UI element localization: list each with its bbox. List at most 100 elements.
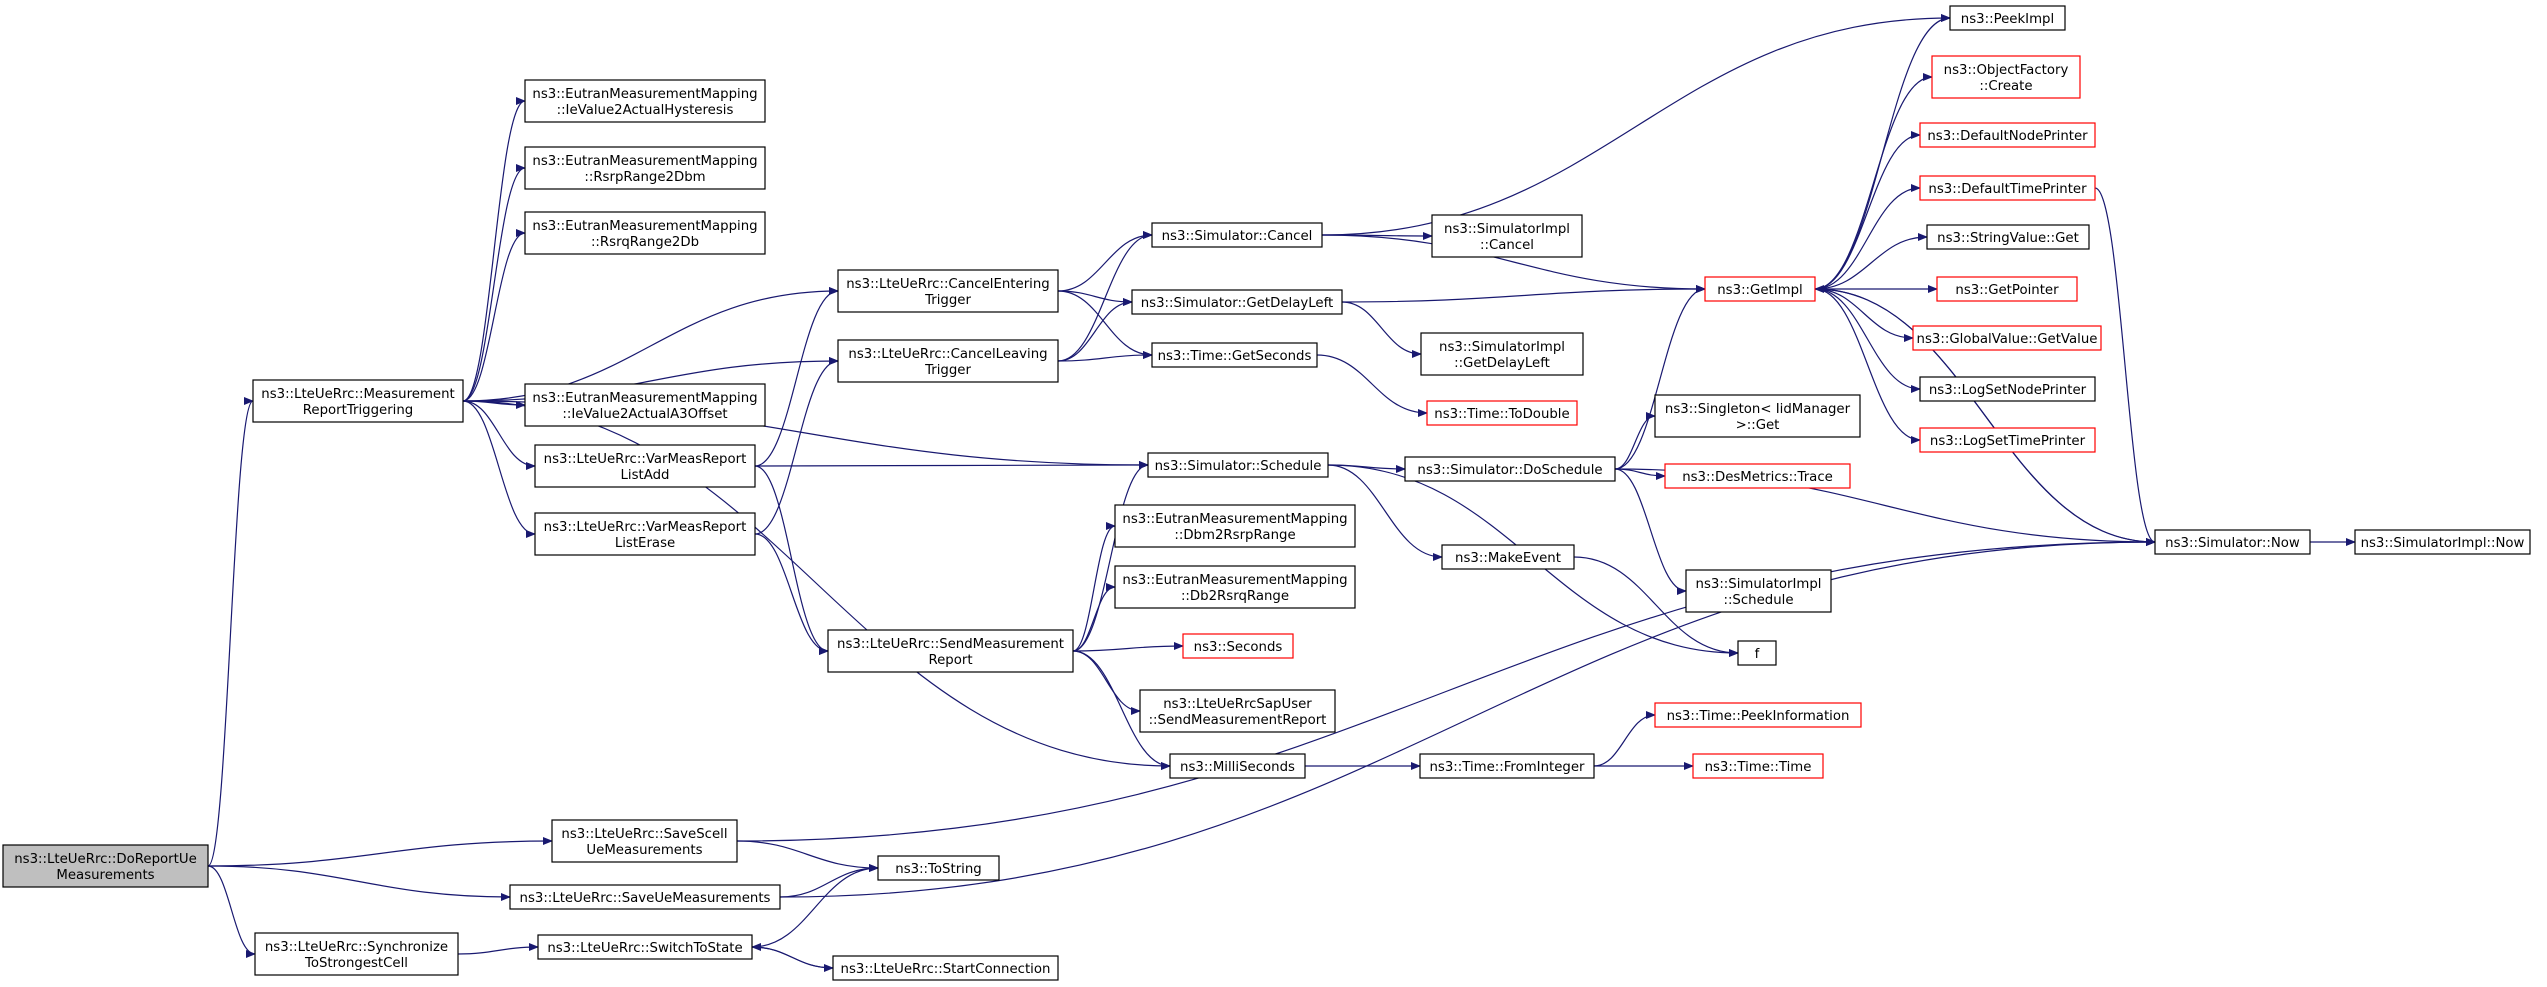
node-getptr[interactable]: ns3::GetPointer (1936, 276, 2078, 302)
edge-cet-to-getsec (1057, 290, 1153, 359)
node-implcancel[interactable]: ns3::SimulatorImpl::Cancel (1431, 214, 1583, 258)
node-box (1737, 640, 1777, 666)
node-label: ns3::LteUeRrc::VarMeasReport (544, 520, 747, 535)
node-label: ns3::Simulator::GetDelayLeft (1141, 296, 1334, 311)
node-label: ns3::EutranMeasurementMapping (532, 87, 757, 102)
node-label: ns3::LteUeRrc::SendMeasurement (837, 637, 1064, 652)
edge-mrt-to-vmadd (462, 400, 536, 470)
node-dbm2rsrp[interactable]: ns3::EutranMeasurementMapping::Dbm2RsrpR… (1114, 504, 1356, 548)
node-label: ns3::LteUeRrc::Synchronize (265, 940, 448, 955)
edge-ssum-to-tostring (736, 840, 879, 872)
node-singleton[interactable]: ns3::Singleton< IidManager>::Get (1654, 394, 1861, 438)
node-label: ::Schedule (1723, 593, 1793, 608)
node-label: ns3::DesMetrics::Trace (1682, 470, 1833, 485)
node-seconds[interactable]: ns3::Seconds (1182, 633, 1294, 659)
node-mrt[interactable]: ns3::LteUeRrc::MeasurementReportTriggeri… (252, 379, 464, 423)
edge-mrt-to-clt (462, 357, 839, 402)
node-hyst[interactable]: ns3::EutranMeasurementMapping::IeValue2A… (524, 79, 766, 123)
node-box (1912, 325, 2102, 351)
node-label: ns3::LteUeRrc::SaveScell (561, 827, 727, 842)
node-dosched[interactable]: ns3::Simulator::DoSchedule (1404, 456, 1616, 482)
node-lsnp[interactable]: ns3::LogSetNodePrinter (1919, 376, 2096, 402)
node-startconn[interactable]: ns3::LteUeRrc::StartConnection (832, 955, 1059, 981)
node-label: ns3::LteUeRrc::VarMeasReport (544, 452, 747, 467)
node-desmetrics[interactable]: ns3::DesMetrics::Trace (1664, 463, 1851, 489)
edge-root-to-ssum (207, 837, 553, 867)
node-sapuser[interactable]: ns3::LteUeRrcSapUser::SendMeasurementRep… (1139, 689, 1336, 733)
node-timetime[interactable]: ns3::Time::Time (1692, 753, 1824, 779)
node-label: ns3::EutranMeasurementMapping (532, 391, 757, 406)
node-label: ns3::ObjectFactory (1944, 63, 2069, 78)
node-todouble[interactable]: ns3::Time::ToDouble (1426, 400, 1578, 426)
node-simnow[interactable]: ns3::Simulator::Now (2154, 529, 2311, 555)
node-box (1919, 427, 2096, 453)
node-label: >::Get (1736, 418, 1780, 433)
node-deftime[interactable]: ns3::DefaultTimePrinter (1919, 175, 2096, 201)
node-box (1919, 376, 2096, 402)
node-tostring[interactable]: ns3::ToString (877, 855, 1000, 881)
node-label: ns3::EutranMeasurementMapping (532, 154, 757, 169)
node-label: ::RsrqRange2Db (591, 235, 699, 250)
node-getimpl[interactable]: ns3::GetImpl (1704, 276, 1816, 302)
node-rsrp2dbm[interactable]: ns3::EutranMeasurementMapping::RsrpRange… (524, 146, 766, 190)
node-label: ns3::LteUeRrc::Measurement (261, 387, 454, 402)
node-label: ns3::SimulatorImpl (1439, 340, 1565, 355)
edge-dosched-to-getimpl (1614, 285, 1706, 470)
node-label: ns3::GetImpl (1717, 283, 1802, 298)
node-implgetdelay[interactable]: ns3::SimulatorImpl::GetDelayLeft (1420, 332, 1584, 376)
node-lstp[interactable]: ns3::LogSetTimePrinter (1919, 427, 2096, 453)
node-sync[interactable]: ns3::LteUeRrc::SynchronizeToStrongestCel… (254, 932, 459, 976)
node-db2rsrq[interactable]: ns3::EutranMeasurementMapping::Db2RsrqRa… (1114, 565, 1356, 609)
node-label: ::SendMeasurementReport (1149, 713, 1327, 728)
node-label: ns3::PeekImpl (1961, 12, 2054, 27)
node-box (1441, 544, 1575, 570)
node-label: ToStrongestCell (304, 956, 408, 971)
node-milli[interactable]: ns3::MilliSeconds (1169, 753, 1306, 779)
node-implnow[interactable]: ns3::SimulatorImpl::Now (2354, 529, 2531, 555)
edge-makeevent-to-f (1573, 556, 1739, 657)
node-a3off[interactable]: ns3::EutranMeasurementMapping::IeValue2A… (524, 383, 766, 427)
node-defnode[interactable]: ns3::DefaultNodePrinter (1919, 122, 2096, 148)
node-cancel[interactable]: ns3::Simulator::Cancel (1151, 222, 1323, 248)
node-box (1114, 565, 1356, 609)
edge-vmadd-to-cet (754, 287, 839, 467)
node-label: ::Cancel (1480, 238, 1534, 253)
edge-startconn-to-switch (751, 943, 834, 969)
node-rsrq2db[interactable]: ns3::EutranMeasurementMapping::RsrqRange… (524, 211, 766, 255)
node-label: ns3::SimulatorImpl::Now (2361, 536, 2525, 551)
node-frominteger[interactable]: ns3::Time::FromInteger (1419, 753, 1595, 779)
node-label: ns3::LteUeRrc::DoReportUe (14, 852, 197, 867)
node-label: ns3::LogSetNodePrinter (1929, 383, 2087, 398)
node-peekinfo[interactable]: ns3::Time::PeekInformation (1654, 702, 1862, 728)
node-box (2354, 529, 2531, 555)
node-schedule[interactable]: ns3::Simulator::Schedule (1147, 452, 1329, 478)
node-strget[interactable]: ns3::StringValue::Get (1926, 224, 2090, 250)
node-label: ns3::LteUeRrc::SwitchToState (547, 941, 742, 956)
node-implschedule[interactable]: ns3::SimulatorImpl::Schedule (1685, 569, 1832, 613)
node-label: ns3::GetPointer (1955, 283, 2059, 298)
node-smr[interactable]: ns3::LteUeRrc::SendMeasurementReport (827, 629, 1074, 673)
node-box (1131, 289, 1343, 315)
node-layer: ns3::LteUeRrc::DoReportUeMeasurementsns3… (2, 5, 2531, 981)
node-label: ns3::Time::PeekInformation (1667, 709, 1850, 724)
node-objfactory[interactable]: ns3::ObjectFactory::Create (1931, 55, 2081, 99)
node-gvget[interactable]: ns3::GlobalValue::GetValue (1912, 325, 2102, 351)
node-peekimpl[interactable]: ns3::PeekImpl (1949, 5, 2066, 31)
node-makeevent[interactable]: ns3::MakeEvent (1441, 544, 1575, 570)
node-getsec[interactable]: ns3::Time::GetSeconds (1151, 342, 1318, 368)
node-label: ns3::EutranMeasurementMapping (1122, 573, 1347, 588)
edge-getimpl-to-objfactory (1814, 73, 1933, 290)
node-box (2, 844, 209, 888)
node-sum[interactable]: ns3::LteUeRrc::SaveUeMeasurements (509, 884, 781, 910)
node-label: ns3::DefaultTimePrinter (1928, 182, 2087, 197)
node-getdelay[interactable]: ns3::Simulator::GetDelayLeft (1131, 289, 1343, 315)
node-f[interactable]: f (1737, 640, 1777, 666)
node-switch[interactable]: ns3::LteUeRrc::SwitchToState (537, 934, 753, 960)
